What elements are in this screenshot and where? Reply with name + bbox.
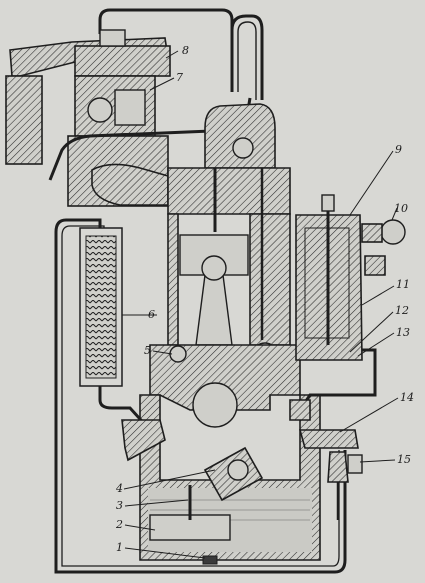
callout-12: 12 (395, 304, 409, 317)
filter-cap (321, 194, 335, 212)
cooler-return-line-inner (61, 225, 340, 567)
pressure-sensor (380, 219, 406, 245)
filter-valve (364, 255, 386, 276)
filter-drain-fitting (289, 399, 311, 421)
leader-7 (149, 77, 175, 91)
oil-gallery-fitting (169, 345, 187, 363)
top-pipe (98, 8, 234, 34)
leader-10 (391, 207, 398, 221)
leader-13 (357, 332, 395, 357)
leader-4 (123, 469, 216, 490)
piston-pin (201, 255, 227, 281)
drain-cock-handle (347, 454, 363, 474)
leader-15 (359, 459, 396, 463)
leader-1 (124, 547, 206, 559)
callout-7: 7 (176, 71, 183, 84)
callout-5: 5 (144, 344, 151, 357)
callout-14: 14 (400, 391, 414, 404)
breather-pipe (230, 14, 264, 100)
crankshaft (192, 382, 238, 428)
cylinder-wall-right (249, 213, 291, 346)
callout-13: 13 (396, 326, 410, 339)
air-cleaner-cap (99, 29, 126, 47)
cooler-return-line (54, 218, 347, 574)
breather-pipe-inner (237, 21, 257, 100)
carburetor-float (87, 97, 113, 123)
pressure-sensor-mount (361, 223, 383, 243)
callout-9: 9 (395, 143, 402, 156)
leader-11 (361, 285, 395, 306)
drain-plug (202, 555, 218, 565)
callout-10: 10 (394, 202, 408, 215)
drain-cock (327, 451, 349, 483)
callout-3: 3 (116, 499, 123, 512)
callout-2: 2 (115, 518, 123, 531)
leader-lines (122, 50, 399, 559)
callout-11: 11 (396, 278, 410, 291)
cylinder-head (167, 167, 291, 215)
callout-8: 8 (182, 44, 189, 57)
leader-12 (349, 311, 394, 353)
intake-pipe (5, 75, 43, 165)
cooler-valve (121, 419, 166, 462)
leader-3 (124, 499, 189, 507)
cylinder-wall-left (167, 213, 179, 346)
leader-9 (349, 150, 394, 216)
callout-6: 6 (148, 308, 155, 321)
callout-4: 4 (115, 482, 123, 495)
connecting-rod (195, 274, 233, 346)
outlet-fitting (298, 429, 359, 449)
oil-cooler-core (85, 235, 117, 379)
carburetor-chamber (114, 89, 146, 126)
air-cleaner (74, 45, 171, 77)
leader-2 (124, 524, 156, 531)
rocker-shaft (232, 137, 254, 159)
cooler-feed-line (98, 386, 152, 432)
leader-5 (152, 350, 173, 355)
leader-14 (339, 397, 399, 433)
leader-8 (165, 50, 179, 59)
rocker-cover (204, 103, 276, 169)
oil-pump-gear (227, 459, 249, 481)
callout-15: 15 (397, 453, 411, 466)
callout-1: 1 (116, 541, 123, 554)
